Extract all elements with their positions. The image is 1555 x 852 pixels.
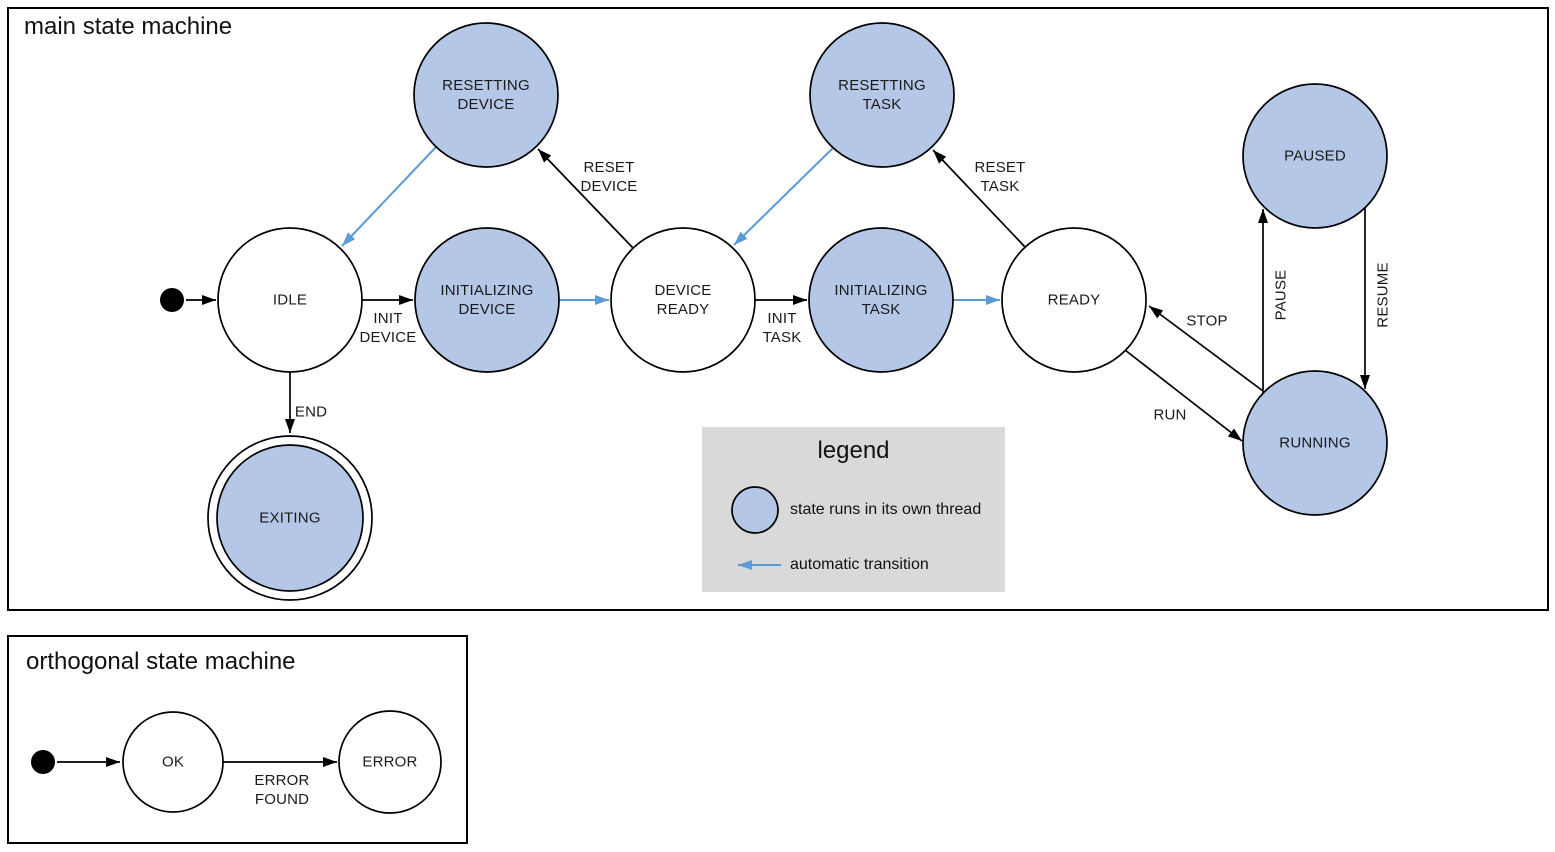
orthogonal-state-machine-border — [7, 635, 468, 844]
transition-line-run — [1124, 349, 1243, 442]
state-circle-running — [1242, 370, 1388, 516]
state-label-paused: PAUSED — [1284, 147, 1346, 165]
transition-label-end: END — [294, 403, 328, 421]
state-label-running: RUNNING — [1279, 434, 1351, 452]
state-label-ready: READY — [1047, 291, 1101, 309]
transition-label-init-task: INIT TASK — [762, 310, 802, 346]
state-circle-device-ready — [610, 227, 756, 373]
legend-threaded-state-icon — [731, 486, 779, 534]
transition-label-reset-device: RESET DEVICE — [580, 159, 638, 195]
state-label-exiting: EXITING — [259, 509, 321, 527]
orthogonal-diagram-title: orthogonal state machine — [26, 648, 296, 675]
transition-line-auto-resetting-task-to-device-ready — [733, 147, 834, 246]
transition-label-reset-task: RESET TASK — [974, 159, 1026, 195]
transition-label-stop: STOP — [1186, 312, 1228, 330]
transition-line-reset-task — [932, 149, 1026, 248]
legend-threaded-state-label: state runs in its own thread — [790, 501, 982, 518]
transition-label-resume: RESUME — [1374, 262, 1392, 328]
transition-label-pause: PAUSE — [1272, 269, 1290, 321]
initial-state-dot-main — [160, 288, 184, 312]
state-circle-exiting — [216, 444, 364, 592]
legend-automatic-transition-label: automatic transition — [790, 556, 929, 573]
state-label-resetting-device: RESETTING DEVICE — [442, 77, 530, 113]
state-circle-resetting-device — [413, 22, 559, 168]
state-label-ok: OK — [161, 753, 185, 771]
state-circle-resetting-task — [809, 22, 955, 168]
state-circle-paused — [1242, 83, 1388, 229]
transition-label-error-found: ERROR FOUND — [254, 772, 310, 808]
state-circle-initializing-task — [808, 227, 954, 373]
state-label-resetting-task: RESETTING TASK — [838, 77, 926, 113]
state-circle-idle — [217, 227, 363, 373]
state-label-initializing-device: INITIALIZING DEVICE — [440, 282, 534, 318]
transition-line-reset-device — [537, 148, 634, 249]
main-diagram-title: main state machine — [24, 13, 233, 40]
state-circle-error — [338, 710, 442, 814]
transition-line-auto-resetting-device-to-idle — [341, 146, 437, 247]
legend-title: legend — [817, 437, 890, 464]
main-state-machine-border — [7, 7, 1549, 611]
state-label-idle: IDLE — [272, 291, 308, 309]
transition-line-stop — [1148, 305, 1264, 392]
transition-label-init-device: INIT DEVICE — [359, 310, 417, 346]
state-label-error: ERROR — [362, 753, 418, 771]
state-label-device-ready: DEVICE READY — [654, 282, 712, 318]
state-circle-initializing-device — [414, 227, 560, 373]
initial-state-dot-orthogonal — [31, 750, 55, 774]
state-label-initializing-task: INITIALIZING TASK — [834, 282, 928, 318]
transition-label-run: RUN — [1153, 406, 1187, 424]
state-circle-ready — [1001, 227, 1147, 373]
